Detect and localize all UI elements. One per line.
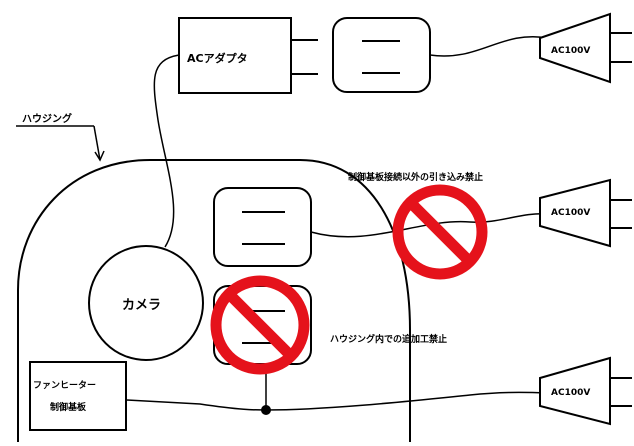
ac-plug-middle <box>539 178 611 248</box>
fan-heater-label-2: 制御基板 <box>50 401 87 413</box>
cable-middle <box>310 213 549 238</box>
note-board-extra: 制御基板接続以外の引き込み禁止 <box>348 171 483 183</box>
ac100v-top-label: AC100V <box>551 46 590 56</box>
cable-bottom <box>125 391 549 411</box>
no-symbol-icon <box>210 275 310 375</box>
fan-heater-label-1: ファンヒーター <box>33 379 96 391</box>
housing-leader <box>93 125 101 161</box>
outlet-middle <box>213 187 312 267</box>
ac-adapter-label: ACアダプタ <box>187 51 248 65</box>
fan-heater-board <box>29 361 127 431</box>
ac100v-bottom-label: AC100V <box>551 388 590 398</box>
ac-plug-bottom <box>539 356 611 426</box>
camera <box>88 245 204 361</box>
outlet-top <box>332 17 431 93</box>
note-housing-work: ハウジング内での追加工禁止 <box>330 333 447 345</box>
ac-adapter-box <box>178 17 292 94</box>
cable-camera-adapter <box>153 54 180 248</box>
cable-junction-dot <box>261 405 271 415</box>
ac100v-middle-label: AC100V <box>551 208 590 218</box>
cable-top <box>429 36 549 57</box>
housing-leader-arrowhead <box>94 150 105 162</box>
ac-plug-top <box>539 12 611 84</box>
no-symbol-icon <box>392 184 488 280</box>
housing-label: ハウジング <box>22 112 72 125</box>
camera-label: カメラ <box>122 298 161 313</box>
